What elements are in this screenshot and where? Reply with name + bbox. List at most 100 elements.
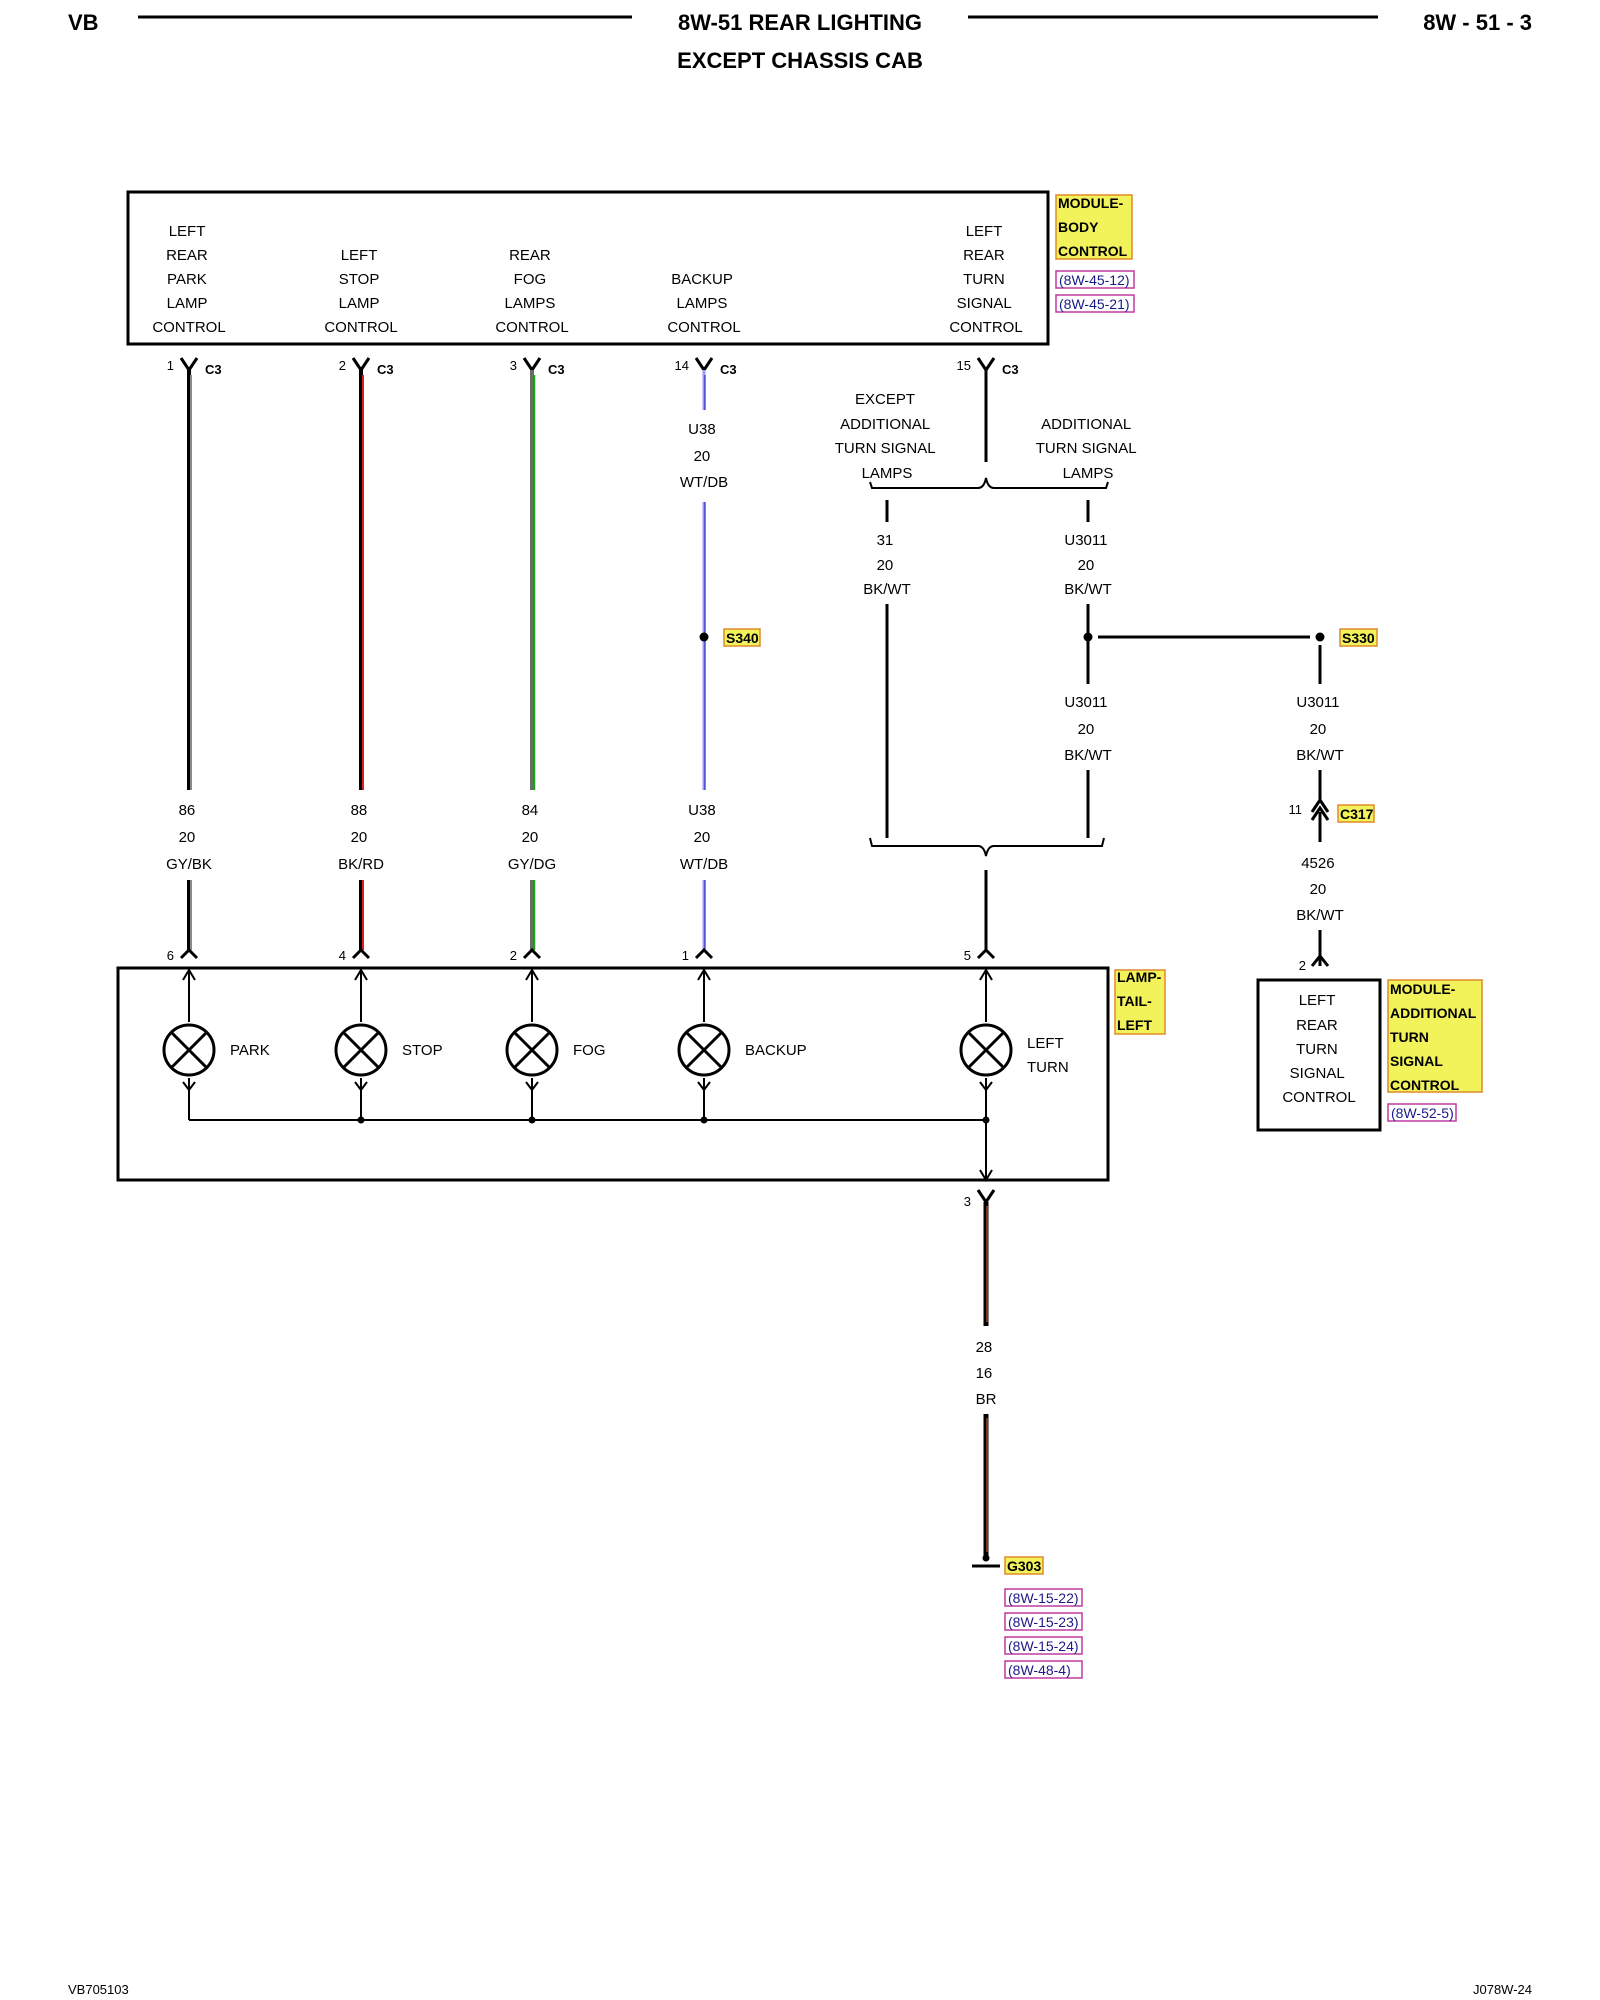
turn-module-pin-symbol — [1310, 953, 1330, 967]
lamp-pin6-number: 6 — [167, 948, 174, 963]
body-control-module: LEFT REAR PARK LAMP CONTROL LEFT STOP LA… — [126, 190, 1135, 346]
c3-pin14-symbol — [694, 357, 714, 373]
bulb-stop: STOP — [334, 968, 443, 1120]
c3-pin15-number: 15 — [957, 358, 971, 373]
splice-s340-tag-bg — [723, 628, 761, 647]
lamp-tag-bg — [1114, 969, 1166, 1035]
c317-lower-symbol — [1310, 805, 1330, 821]
c3-pin3-number: 3 — [510, 358, 517, 373]
c3-pin2-label: C3 — [377, 362, 394, 377]
bulb-fog: FOG — [505, 968, 606, 1120]
splice-s330-dot-a — [1083, 632, 1093, 642]
lamp-pin2-symbol — [522, 947, 542, 960]
ground-circuit: 3 28 16 BR G303 (8W-15-22) (8W-15-23) (8… — [964, 1189, 1083, 1679]
footer-left-code: VB705103 — [68, 1982, 129, 1997]
turn-module-ref-link[interactable]: (8W-52-5) — [1391, 1105, 1454, 1121]
wire-84-label: 84 20 GY/DG — [508, 802, 556, 873]
wire-u3011-upper-label: U3011 20 BK/WT — [1064, 532, 1112, 598]
c3-pin3-symbol — [522, 357, 542, 373]
wire-u3011-right-label: U3011 20 BK/WT — [1296, 694, 1344, 764]
c317-upper-symbol — [1310, 797, 1330, 813]
lamp-pin1-number: 1 — [682, 948, 689, 963]
bcm-ref-1-box[interactable] — [1055, 270, 1135, 289]
g303-ref-4-box[interactable] — [1004, 1660, 1083, 1679]
header-title: 8W-51 REAR LIGHTING — [678, 10, 922, 35]
bcm-fn-left-stop: LEFT STOP LAMP CONTROL — [324, 247, 397, 336]
variant-except-additional: EXCEPT ADDITIONAL TURN SIGNAL LAMPS — [835, 391, 939, 482]
g303-ref-link-2[interactable]: (8W-15-23) — [1008, 1614, 1079, 1630]
bcm-ref-link-1[interactable]: (8W-45-12) — [1059, 272, 1130, 288]
bcm-name-tag-bg — [1055, 194, 1133, 260]
wire-u3011-lower-label: U3011 20 BK/WT — [1064, 694, 1112, 764]
turn-module-box — [1256, 978, 1382, 1132]
splice-s330-tag-bg — [1339, 628, 1378, 647]
g303-ref-link-1[interactable]: (8W-15-22) — [1008, 1590, 1079, 1606]
wire-86-label: 86 20 GY/BK — [166, 802, 212, 873]
bcm-ref-link-2[interactable]: (8W-45-21) — [1059, 296, 1130, 312]
bcm-name-tag: MODULE- BODY CONTROL — [1058, 195, 1128, 259]
lamp-pin3-number: 3 — [964, 1194, 971, 1209]
c3-pin1-label: C3 — [205, 362, 222, 377]
splice-s330-tag: S330 — [1342, 630, 1375, 646]
c3-pin15-symbol — [976, 357, 996, 373]
variant-additional: ADDITIONAL TURN SIGNAL LAMPS — [1036, 416, 1140, 482]
g303-ref-1-box[interactable] — [1004, 1588, 1083, 1607]
bulb-left-turn: LEFT TURN — [959, 968, 1069, 1120]
c3-pin2-number: 2 — [339, 358, 346, 373]
bulb-left-turn-label: LEFT TURN — [1027, 1035, 1069, 1076]
lamp-pin4-number: 4 — [339, 948, 346, 963]
bcm-ref-2-box[interactable] — [1055, 294, 1135, 313]
bulb-backup-label: BACKUP — [745, 1042, 807, 1059]
header-subtitle: EXCEPT CHASSIS CAB — [677, 48, 923, 73]
variant-brace-bottom — [869, 837, 1105, 857]
bcm-fn-left-rear-park: LEFT REAR PARK LAMP CONTROL — [152, 223, 225, 336]
header-left: VB — [68, 10, 99, 35]
wire-backup-circuit: U38 20 WT/DB S340 U38 20 WT/DB — [680, 370, 761, 950]
turn-module-pin-number: 2 — [1299, 958, 1306, 973]
lamp-assembly-box — [116, 966, 1110, 1182]
bulb-fog-label: FOG — [573, 1042, 606, 1059]
wire-28-label: 28 16 BR — [976, 1339, 997, 1408]
variant-brace-top — [869, 477, 1109, 489]
wire-left-turn-circuit: EXCEPT ADDITIONAL TURN SIGNAL LAMPS ADDI… — [835, 370, 1378, 950]
splice-s340-dot — [699, 632, 709, 642]
lamp-pin1-symbol — [694, 947, 714, 960]
g303-tag-bg — [1004, 1556, 1044, 1575]
bulb-park-label: PARK — [230, 1042, 270, 1059]
connector-c3-pins: 1 C3 2 C3 3 C3 14 C3 15 C3 — [167, 357, 1019, 377]
wire-fog-circuit: 84 20 GY/DG — [508, 370, 556, 950]
wire-4526-label: 4526 20 BK/WT — [1296, 855, 1344, 924]
turn-module-tag: MODULE- ADDITIONAL TURN SIGNAL CONTROL — [1390, 981, 1480, 1093]
g303-ref-link-3[interactable]: (8W-15-24) — [1008, 1638, 1079, 1654]
wire-additional-turn-circuit: U3011 20 BK/WT 11 C317 4526 20 BK/WT 2 — [1289, 645, 1375, 973]
wire-u38-lower-label: U38 20 WT/DB — [680, 802, 728, 873]
wire-88-label: 88 20 BK/RD — [338, 802, 384, 873]
c3-pin15-label: C3 — [1002, 362, 1019, 377]
c3-pin1-symbol — [179, 357, 199, 373]
bulb-park: PARK — [162, 968, 270, 1120]
c3-pin14-label: C3 — [720, 362, 737, 377]
bcm-fn-left-rear-turn: LEFT REAR TURN SIGNAL CONTROL — [949, 223, 1022, 336]
bulb-backup: BACKUP — [677, 968, 807, 1120]
bulb-stop-label: STOP — [402, 1042, 443, 1059]
lamp-pin5-number: 5 — [964, 948, 971, 963]
wire-31-label: 31 20 BK/WT — [863, 532, 911, 598]
g303-ref-link-4[interactable]: (8W-48-4) — [1008, 1662, 1071, 1678]
c3-pin1-number: 1 — [167, 358, 174, 373]
bcm-fn-rear-fog: REAR FOG LAMPS CONTROL — [495, 247, 568, 336]
wire-park-circuit: 86 20 GY/BK — [166, 370, 212, 950]
splice-s340-tag: S340 — [726, 630, 759, 646]
lamp-pin5-symbol — [976, 947, 996, 960]
c317-tag-bg — [1337, 804, 1375, 823]
g303-ref-2-box[interactable] — [1004, 1612, 1083, 1631]
g303-ref-3-box[interactable] — [1004, 1636, 1083, 1655]
lamp-pin6-symbol — [179, 947, 199, 960]
lamp-pin4-symbol — [351, 947, 371, 960]
c317-pin-number: 11 — [1289, 802, 1303, 817]
turn-module-ref-box[interactable] — [1387, 1103, 1457, 1122]
footer-right-code: J078W-24 — [1473, 1982, 1532, 1997]
c317-tag: C317 — [1340, 806, 1374, 822]
c3-pin2-symbol — [351, 357, 371, 373]
